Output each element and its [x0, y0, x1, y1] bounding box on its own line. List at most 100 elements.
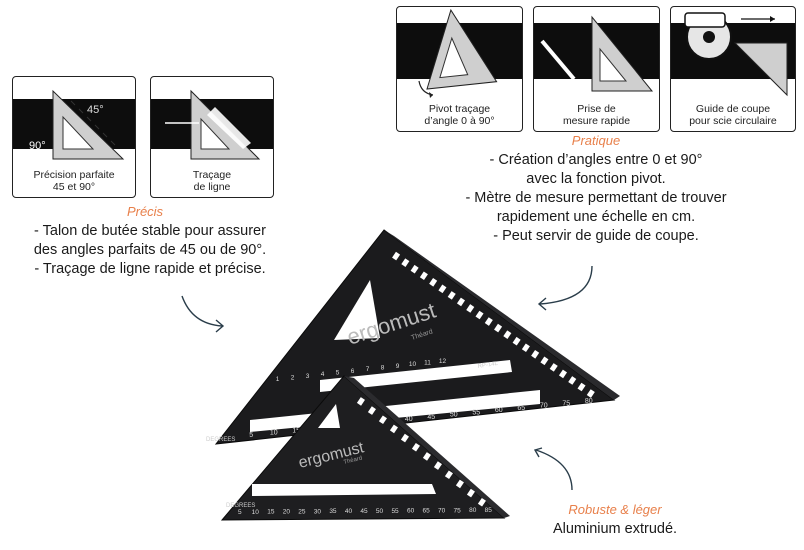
- inch-scale-tick-label: 5: [336, 370, 340, 377]
- small-square-tooth: [444, 470, 453, 480]
- big-square-tooth: [392, 251, 401, 261]
- precision-illustration: 45° 90°: [13, 89, 135, 160]
- small-brand: ergomust: [297, 439, 366, 472]
- big-square-tooth: [577, 382, 586, 392]
- precis-description: - Talon de butée stable pour assurer des…: [14, 222, 286, 279]
- small-scale-tick-label: 35: [329, 508, 337, 515]
- big-scale-tick-label: 35: [382, 418, 390, 425]
- thumb-measure: Prise de mesure rapide: [533, 6, 660, 132]
- big-square-tooth: [484, 317, 493, 326]
- big-square-tooth: [568, 376, 577, 385]
- inch-scale-tick-label: 4: [321, 371, 325, 378]
- big-square-slot: [250, 390, 540, 432]
- small-square-tooth: [356, 397, 365, 406]
- small-square-tooth: [433, 461, 442, 470]
- small-scale-tick-label: 80: [469, 507, 477, 514]
- small-scale-tick-label: 30: [314, 508, 322, 515]
- caption-line: mesure rapide: [562, 115, 631, 127]
- big-scale-tick-label: 20: [315, 425, 323, 432]
- big-square-tooth: [447, 291, 456, 300]
- pratique-description: - Création d’angles entre 0 et 90° avec …: [440, 151, 752, 246]
- small-square: ergomust Théard DEGREES 5 10 15 20 25 30 35 40 4…: [220, 375, 510, 521]
- big-square-tooth: [410, 264, 419, 274]
- big-square-tooth: [401, 258, 410, 267]
- caption-line: Traçage: [192, 169, 232, 181]
- big-square-tooth: [466, 304, 475, 313]
- pratique-line: - Peut servir de guide de coupe.: [493, 228, 699, 244]
- thumb-measure-caption: Prise de mesure rapide: [534, 103, 659, 127]
- big-scale-tick-label: 50: [450, 412, 458, 419]
- degrees-label: DEGREES: [206, 437, 235, 443]
- big-scale-tick-label: 55: [472, 409, 480, 416]
- small-square-tooth: [367, 406, 376, 415]
- big-square-tooth: [521, 343, 530, 353]
- precis-title: Précis: [126, 204, 164, 219]
- inch-scale-tick-label: 11: [424, 360, 431, 367]
- big-scale-tick-label: 10: [270, 430, 278, 437]
- small-scale-tick-label: 60: [407, 508, 415, 515]
- big-scale-tick-label: 5: [249, 432, 253, 439]
- inch-scale-tick-label: 3: [306, 373, 310, 380]
- model-label: RP-14L: [477, 361, 499, 370]
- big-square-slot-2: [320, 360, 512, 392]
- small-scale-tick-label: 20: [283, 509, 291, 516]
- small-scale-tick-label: 85: [485, 507, 493, 514]
- label-45: 45°: [87, 104, 104, 116]
- small-scale-tick-label: 55: [391, 508, 399, 515]
- robuste-description: Aluminium extrudé.: [530, 520, 700, 539]
- small-scale-tick-label: 70: [438, 507, 446, 514]
- inch-scale-tick-label: 9: [396, 363, 400, 370]
- arrow-pratique-icon: [537, 265, 593, 311]
- small-degrees-label: DEGREES: [226, 503, 255, 509]
- pratique-line: rapidement une échelle en cm.: [496, 209, 696, 225]
- pratique-line: avec la fonction pivot.: [526, 171, 666, 187]
- big-square-window-1: [334, 280, 380, 340]
- thumb-tracing: Traçage de ligne: [150, 76, 274, 198]
- small-scale-tick-label: 75: [454, 507, 462, 514]
- precis-line: - Traçage de ligne rapide et précise.: [34, 261, 266, 277]
- big-scale-tick-label: 70: [540, 403, 548, 410]
- caption-line: de ligne: [193, 181, 231, 193]
- big-square-tooth: [503, 330, 512, 339]
- big-square-tooth: [586, 389, 595, 398]
- big-square-tooth: [475, 310, 484, 320]
- thumb-pivot: Pivot traçage d’angle 0 à 90°: [396, 6, 523, 132]
- small-sub: Théard: [343, 456, 363, 466]
- small-square-tooth: [422, 452, 431, 461]
- big-square-tooth: [512, 336, 521, 346]
- big-scale-tick-label: 40: [405, 416, 413, 423]
- big-scale-tick-label: 30: [360, 421, 368, 428]
- thumb-saw-caption: Guide de coupe pour scie circulaire: [671, 103, 795, 127]
- thumb-tracing-caption: Traçage de ligne: [151, 169, 273, 193]
- saw-illustration: [671, 12, 795, 97]
- small-square-tooth: [477, 497, 486, 507]
- small-square-tooth: [455, 479, 464, 489]
- big-square-tooth: [531, 349, 540, 359]
- small-square-tooth: [411, 442, 420, 452]
- pivot-illustration: [397, 8, 522, 98]
- big-scale-tick-label: 45: [427, 414, 435, 421]
- small-scale-tick-label: 10: [252, 509, 260, 516]
- thumb-precision: 45° 90° Précision parfaite 45 et 90°: [12, 76, 136, 198]
- caption-line: Guide de coupe: [695, 103, 771, 115]
- caption-line: 45 et 90°: [52, 181, 96, 193]
- big-square-tooth: [558, 369, 568, 379]
- big-scale-tick-label: 15: [292, 427, 300, 434]
- pratique-title: Pratique: [571, 133, 621, 148]
- big-square-tooth: [419, 271, 428, 281]
- inch-scale-tick-label: 12: [439, 358, 447, 365]
- inch-scale-tick-label: 10: [409, 361, 417, 368]
- tracing-illustration: [151, 89, 273, 160]
- arrow-robuste-icon: [533, 447, 573, 491]
- big-square-tooth: [549, 363, 558, 372]
- caption-line: d’angle 0 à 90°: [424, 115, 495, 127]
- precis-line: - Talon de butée stable pour assurer: [34, 223, 266, 239]
- small-scale-tick-label: 25: [298, 508, 306, 515]
- small-scale-tick-label: 50: [376, 508, 384, 515]
- big-scale-tick-label: 75: [562, 400, 570, 407]
- label-90: 90°: [29, 140, 46, 152]
- big-square-tooth: [540, 356, 549, 366]
- small-scale-tick-label: 40: [345, 508, 353, 515]
- big-square-tooth: [494, 323, 503, 333]
